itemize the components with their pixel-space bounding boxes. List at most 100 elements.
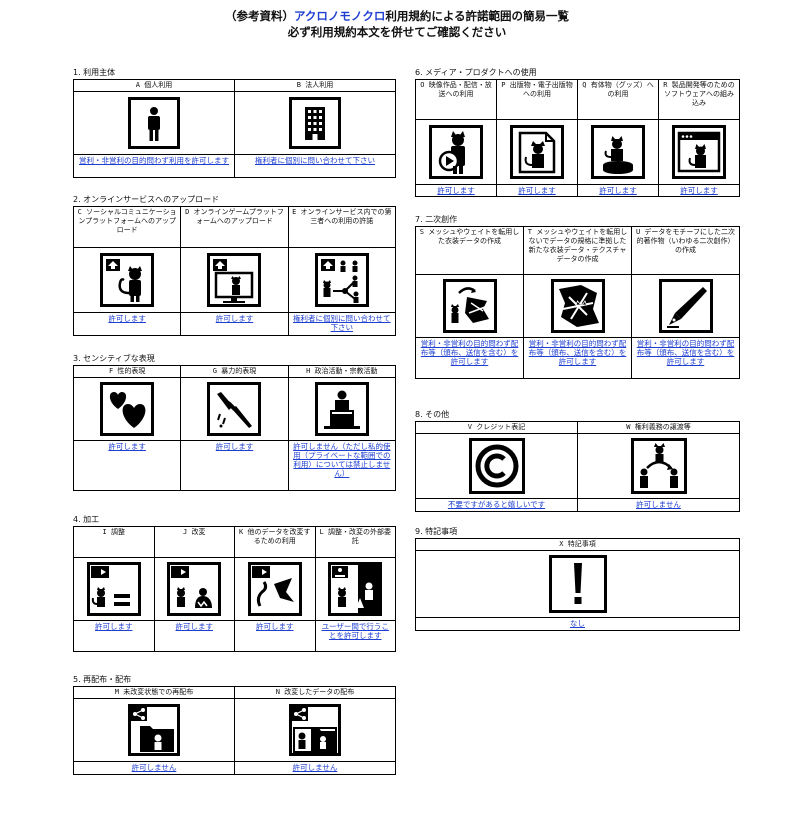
license-item-f: F 性的表現 許可します bbox=[74, 366, 182, 490]
mesh-costume-icon bbox=[442, 279, 497, 333]
section-5: 5. 再配布・配布 M 未改変状態での再配布 許可しません N 改変したデータの… bbox=[73, 675, 396, 775]
section-title: 6. メディア・プロダクトへの使用 bbox=[415, 68, 537, 77]
section-title: 5. 再配布・配布 bbox=[73, 675, 132, 684]
permission-text: 許可しません bbox=[636, 500, 681, 509]
outsource-icon bbox=[328, 562, 383, 616]
video-icon bbox=[429, 125, 483, 179]
permission-text: 営利・非営利の目的問わず利用を許可します bbox=[79, 156, 229, 165]
license-item-p: P 出版物・電子出版物への利用 許可します bbox=[497, 80, 578, 196]
item-label: Q 有体物（グッズ）への利用 bbox=[578, 80, 658, 120]
section-7: 7. 二次創作 S メッシュやウェイトを転用した衣装データの作成 営利・非営利の… bbox=[415, 215, 740, 379]
license-item-j: J 改変 許可します bbox=[154, 527, 235, 651]
exclamation-icon bbox=[548, 555, 607, 613]
section-title: 2. オンラインサービスへのアップロード bbox=[73, 195, 220, 204]
permission-text: 許可します bbox=[215, 314, 254, 323]
item-label: P 出版物・電子出版物への利用 bbox=[497, 80, 577, 120]
permission-text: 許可します bbox=[108, 442, 146, 451]
document-header: （参考資料）アクロノモノクロ利用規約による許諾範囲の簡易一覧 必ず利用規約本文を… bbox=[0, 8, 794, 40]
license-table: O 映像作品・配信・放送への利用 許可します P 出版物・電子出版物への利用 bbox=[415, 79, 740, 197]
section-2: 2. オンラインサービスへのアップロード C ソーシャルコミュニケーションプラッ… bbox=[73, 195, 396, 336]
copyright-icon bbox=[468, 438, 525, 494]
permission-text: 許可します bbox=[437, 186, 475, 195]
item-label: G 暴力的表現 bbox=[181, 366, 288, 378]
item-label: J 改変 bbox=[154, 527, 234, 558]
section-title: 8. その他 bbox=[415, 410, 450, 419]
permission-text: 許可します bbox=[215, 442, 254, 451]
license-table: V クレジット表記 不要ですがあると嬉しいです W 権利義務の譲渡等 bbox=[415, 421, 740, 512]
header-line-2: 必ず利用規約本文を併せてご確認ください bbox=[287, 25, 507, 39]
permission-text: 許可します bbox=[256, 622, 294, 631]
permission-text: 不要ですがあると嬉しいです bbox=[447, 500, 546, 509]
knife-icon bbox=[207, 382, 262, 436]
license-item-d: D オンラインゲームプラットフォームへのアップロード 許可します bbox=[181, 207, 289, 335]
item-label: D オンラインゲームプラットフォームへのアップロード bbox=[181, 207, 288, 248]
permission-text: 営利・非営利の目的問わず配布等（頒布、送信を含む）を許可します bbox=[420, 339, 519, 366]
license-item-w: W 権利義務の譲渡等 許可しません bbox=[578, 422, 739, 511]
section-4: 4. 加工 I 調整 許可します J 改変 bbox=[73, 515, 396, 652]
license-item-x: X 特記事項 なし bbox=[416, 539, 739, 630]
distribute-modified-icon bbox=[289, 704, 341, 756]
header-prefix: （参考資料） bbox=[224, 9, 294, 23]
license-item-c: C ソーシャルコミュニケーションプラットフォームへのアップロード 許可します bbox=[74, 207, 182, 335]
brand-name: アクロノモノクロ bbox=[293, 9, 386, 23]
permission-text: 許可しません bbox=[292, 763, 338, 772]
section-1: 1. 利用主体 A 個人利用 営利・非営利の目的問わず利用を許可します B 法人… bbox=[73, 68, 396, 178]
building-icon bbox=[289, 97, 341, 149]
item-label: V クレジット表記 bbox=[416, 422, 577, 434]
section-3: 3. センシティブな表現 F 性的表現 許可します G 暴力的表現 bbox=[73, 354, 396, 491]
software-icon bbox=[672, 125, 726, 179]
permission-text: 許可しません（ただし私的使用（プライベートな範囲での利用）については禁止しません… bbox=[293, 442, 391, 478]
adjust-icon bbox=[86, 562, 141, 616]
license-item-s: S メッシュやウェイトを転用した衣装データの作成 営利・非営利の目的問わず配布等… bbox=[416, 227, 524, 378]
redistribute-icon bbox=[128, 704, 180, 756]
upload-character-icon bbox=[100, 253, 155, 307]
license-item-i: I 調整 許可します bbox=[74, 527, 155, 651]
item-label: W 権利義務の譲渡等 bbox=[578, 422, 739, 434]
license-item-g: G 暴力的表現 許可します bbox=[181, 366, 289, 490]
permission-text: 許可します bbox=[175, 622, 214, 631]
item-label: B 法人利用 bbox=[235, 80, 395, 92]
license-item-a: A 個人利用 営利・非営利の目的問わず利用を許可します bbox=[74, 80, 235, 177]
item-label: C ソーシャルコミュニケーションプラットフォームへのアップロード bbox=[74, 207, 181, 248]
permission-text: 営利・非営利の目的問わず配布等（頒布、送信を含む）を許可します bbox=[528, 339, 627, 366]
item-label: F 性的表現 bbox=[74, 366, 181, 378]
permission-text: 権利者に個別に問い合わせて下さい bbox=[293, 314, 391, 332]
license-item-b: B 法人利用 権利者に個別に問い合わせて下さい bbox=[235, 80, 395, 177]
item-label: K 他のデータを改変するための利用 bbox=[235, 527, 315, 558]
item-label: R 製品開発等のためのソフトウェアへの組み込み bbox=[659, 80, 739, 120]
permission-text: なし bbox=[570, 619, 585, 628]
section-8: 8. その他 V クレジット表記 不要ですがあると嬉しいです W 権利義務の譲渡… bbox=[415, 410, 740, 512]
item-label: E オンラインサービス内での第三者への利用の許諾 bbox=[288, 207, 395, 248]
section-9: 9. 特記事項 X 特記事項 なし bbox=[415, 527, 740, 631]
goods-icon bbox=[591, 125, 645, 179]
share-users-icon bbox=[314, 253, 369, 307]
header-suffix: 利用規約による許諾範囲の簡易一覧 bbox=[385, 9, 570, 23]
podium-icon bbox=[314, 382, 369, 436]
license-table: X 特記事項 なし bbox=[415, 538, 740, 631]
license-table: A 個人利用 営利・非営利の目的問わず利用を許可します B 法人利用 bbox=[73, 79, 396, 178]
permission-text: 許可します bbox=[108, 314, 146, 323]
permission-text: 許可します bbox=[518, 186, 556, 195]
license-item-t: T メッシュやウェイトを転用しないでデータの規格に準拠した新たな衣装データ・テク… bbox=[524, 227, 632, 378]
item-label: M 未改変状態での再配布 bbox=[74, 687, 234, 699]
item-label: H 政治活動・宗教活動 bbox=[288, 366, 395, 378]
license-table: I 調整 許可します J 改変 bbox=[73, 526, 396, 652]
section-title: 9. 特記事項 bbox=[415, 527, 458, 536]
item-label: T メッシュやウェイトを転用しないでデータの規格に準拠した新たな衣装データ・テク… bbox=[524, 227, 631, 275]
item-label: N 改変したデータの配布 bbox=[235, 687, 395, 699]
section-title: 4. 加工 bbox=[73, 515, 100, 524]
license-table: F 性的表現 許可します G 暴力的表現 bbox=[73, 365, 396, 491]
permission-text: 許可しません bbox=[131, 763, 177, 772]
license-item-m: M 未改変状態での再配布 許可しません bbox=[74, 687, 235, 774]
license-item-k: K 他のデータを改変するための利用 許可します bbox=[235, 527, 316, 651]
license-item-r: R 製品開発等のためのソフトウェアへの組み込み 許可します bbox=[659, 80, 739, 196]
license-item-n: N 改変したデータの配布 許可しません bbox=[235, 687, 395, 774]
permission-text: 営利・非営利の目的問わず配布等（頒布、送信を含む）を許可します bbox=[636, 339, 735, 366]
person-icon bbox=[128, 97, 180, 149]
permission-text: 許可します bbox=[680, 186, 718, 195]
section-6: 6. メディア・プロダクトへの使用 O 映像作品・配信・放送への利用 許可します… bbox=[415, 68, 740, 197]
pen-icon bbox=[658, 279, 713, 333]
license-table: C ソーシャルコミュニケーションプラットフォームへのアップロード 許可します D… bbox=[73, 206, 396, 336]
permission-text: 許可します bbox=[95, 622, 133, 631]
license-table: M 未改変状態での再配布 許可しません N 改変したデータの配布 bbox=[73, 686, 396, 775]
